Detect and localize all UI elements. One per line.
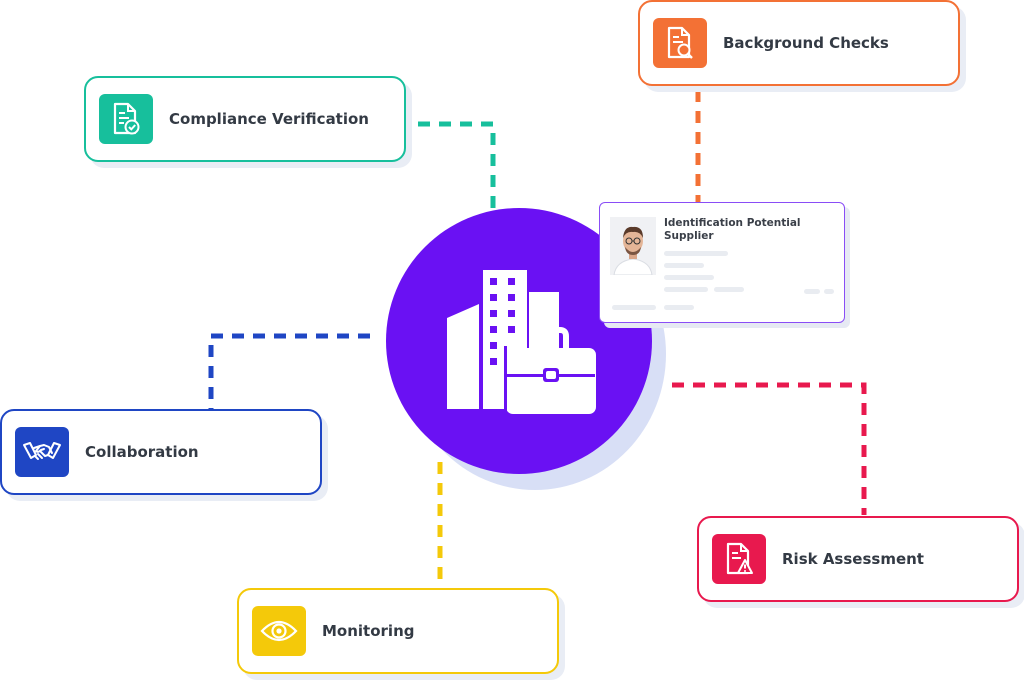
compliance-icon-box bbox=[99, 94, 153, 144]
document-warning-icon bbox=[726, 542, 753, 575]
document-check-icon bbox=[113, 102, 140, 135]
placeholder-line bbox=[824, 289, 834, 294]
placeholder-line bbox=[612, 305, 656, 310]
compliance-label: Compliance Verification bbox=[169, 110, 369, 128]
placeholder-line bbox=[664, 287, 708, 292]
background-label: Background Checks bbox=[723, 34, 889, 52]
supplier-avatar-icon bbox=[610, 217, 656, 275]
connector-compliance bbox=[418, 121, 496, 210]
office-building-briefcase-icon bbox=[447, 270, 596, 416]
compliance-verification-card: Compliance Verification bbox=[84, 76, 406, 162]
placeholder-line bbox=[714, 287, 744, 292]
eye-icon bbox=[260, 620, 298, 642]
connector-risk bbox=[672, 382, 867, 515]
connector-collaboration bbox=[208, 333, 370, 410]
background-checks-card: Background Checks bbox=[638, 0, 960, 86]
monitoring-card: Monitoring bbox=[237, 588, 559, 674]
placeholder-line bbox=[664, 305, 694, 310]
collaboration-icon-box bbox=[15, 427, 69, 477]
placeholder-line bbox=[664, 275, 714, 280]
placeholder-line bbox=[804, 289, 820, 294]
monitoring-label: Monitoring bbox=[322, 622, 415, 640]
handshake-icon bbox=[23, 442, 61, 460]
supplier-id-card: Identification Potential Supplier bbox=[599, 202, 845, 323]
hub-circle bbox=[386, 208, 652, 474]
placeholder-line bbox=[664, 251, 728, 256]
risk-assessment-card: Risk Assessment bbox=[697, 516, 1019, 602]
background-icon-box bbox=[653, 18, 707, 68]
risk-icon-box bbox=[712, 534, 766, 584]
id-card-title: Identification Potential Supplier bbox=[664, 217, 801, 242]
placeholder-line bbox=[664, 263, 704, 268]
collaboration-card: Collaboration bbox=[0, 409, 322, 495]
document-search-icon bbox=[667, 26, 693, 59]
risk-label: Risk Assessment bbox=[782, 550, 924, 568]
monitoring-icon-box bbox=[252, 606, 306, 656]
collaboration-label: Collaboration bbox=[85, 443, 199, 461]
